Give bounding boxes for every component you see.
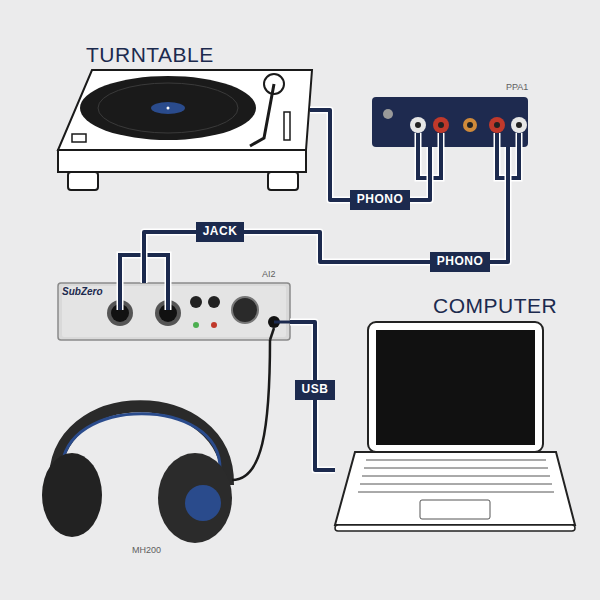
start-button bbox=[72, 134, 86, 142]
gain-knob bbox=[208, 296, 220, 308]
model-label: MH200 bbox=[132, 545, 161, 555]
led bbox=[211, 322, 217, 328]
turntable-top bbox=[58, 70, 312, 150]
laptop-screen bbox=[376, 330, 535, 445]
cable-connector bbox=[310, 110, 430, 200]
cable-brackets bbox=[120, 133, 519, 310]
tonearm bbox=[250, 84, 274, 146]
audio-interface: SubZeroAI2 bbox=[58, 283, 290, 340]
laptop-base bbox=[335, 452, 575, 525]
cable-core bbox=[290, 322, 335, 470]
turntable-platter bbox=[80, 76, 256, 140]
earcup bbox=[158, 453, 232, 543]
rca-pin bbox=[438, 122, 444, 128]
turntable-drawing bbox=[58, 70, 312, 190]
interface-face bbox=[62, 286, 286, 337]
jack-hole bbox=[467, 122, 473, 128]
master-knob bbox=[232, 297, 258, 323]
model-label: PPA1 bbox=[506, 82, 528, 92]
earcup-logo bbox=[185, 485, 221, 521]
device-heading: TURNTABLE bbox=[86, 43, 214, 67]
laptop-lid bbox=[368, 322, 543, 452]
rca-pin bbox=[415, 122, 421, 128]
turntable-device: TURNTABLE bbox=[55, 70, 310, 200]
interface-drawing bbox=[58, 283, 290, 340]
headphones: MH200 bbox=[35, 390, 232, 540]
usb-plug bbox=[274, 321, 290, 324]
record-label bbox=[151, 102, 185, 114]
cable-connector bbox=[144, 147, 508, 283]
headphone-plug bbox=[270, 328, 274, 340]
keyboard bbox=[358, 460, 554, 492]
rca-socket bbox=[433, 117, 449, 133]
cable-casing bbox=[290, 322, 335, 470]
cable-label: JACK bbox=[196, 222, 245, 242]
preamp-drawing bbox=[372, 97, 528, 147]
cable-core bbox=[232, 340, 270, 480]
record-groove bbox=[98, 83, 238, 133]
spindle bbox=[167, 107, 170, 110]
cable-casing bbox=[310, 110, 430, 200]
jack-socket bbox=[463, 118, 477, 132]
headphones-drawing bbox=[42, 406, 232, 543]
power-switch bbox=[383, 109, 393, 119]
cable-label: USB bbox=[295, 380, 336, 400]
phono-preamp: PPA1 bbox=[372, 97, 528, 147]
preamp-body bbox=[372, 97, 528, 147]
rca-socket bbox=[511, 117, 527, 133]
gain-knob bbox=[190, 296, 202, 308]
turntable-foot bbox=[268, 172, 298, 190]
turntable-foot bbox=[68, 172, 98, 190]
rca-pin bbox=[516, 122, 522, 128]
turntable-front bbox=[58, 150, 306, 172]
pitch-slider bbox=[284, 112, 290, 140]
interface-body bbox=[58, 283, 290, 340]
cable-label: PHONO bbox=[350, 190, 411, 210]
device-heading: COMPUTER bbox=[433, 294, 557, 318]
rca-socket bbox=[489, 117, 505, 133]
cable-connector bbox=[290, 322, 335, 470]
rca-socket bbox=[410, 117, 426, 133]
brand-logo: SubZero bbox=[62, 286, 103, 298]
cable-core bbox=[144, 147, 508, 283]
cable-label: PHONO bbox=[430, 252, 491, 272]
rca-pin bbox=[494, 122, 500, 128]
trackpad bbox=[420, 500, 490, 519]
model-label: AI2 bbox=[262, 269, 276, 279]
headphone-cable bbox=[232, 340, 270, 480]
earcup bbox=[42, 453, 102, 537]
laptop-lip bbox=[335, 525, 575, 531]
cable-core bbox=[310, 110, 430, 200]
laptop-computer: COMPUTER bbox=[335, 322, 575, 532]
cable-casing bbox=[144, 147, 508, 283]
led bbox=[193, 322, 199, 328]
laptop-drawing bbox=[335, 322, 575, 531]
